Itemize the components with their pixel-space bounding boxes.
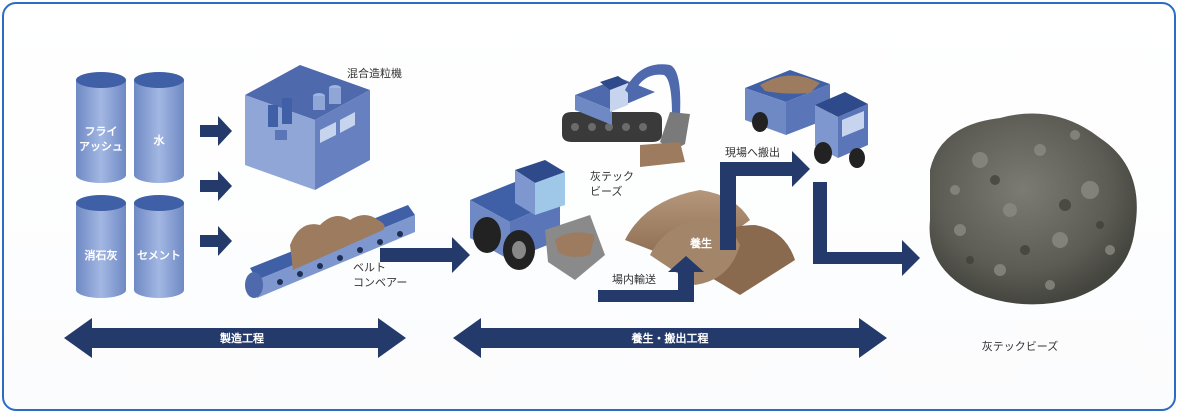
arrow-ship-to-site: [720, 151, 810, 250]
feed-arrow-2: [200, 171, 232, 201]
excavator: [562, 64, 690, 167]
arrow-conveyor-to-loader: [380, 237, 470, 273]
cylinder-cement: [134, 195, 184, 298]
label-band-manufacturing: 製造工程: [219, 331, 264, 345]
label-fly-ash-2: アッシュ: [79, 140, 123, 153]
feed-arrows: [200, 116, 232, 256]
belt-conveyor: [245, 205, 415, 298]
label-slaked-lime: 消石灰: [85, 248, 118, 262]
dump-truck: [745, 70, 868, 168]
label-mixer: 混合造粒機: [347, 66, 402, 80]
cylinder-slaked-lime: [76, 195, 126, 298]
wheel-loader: [470, 160, 605, 280]
feed-arrow-1: [200, 116, 232, 146]
cylinder-fly-ash: [76, 72, 126, 183]
label-cement: セメント: [137, 249, 181, 262]
label-onsite-transport: 場内輸送: [612, 272, 656, 286]
label-band-curing-shipping: 養生・搬出工程: [632, 331, 709, 345]
band-curing-shipping: [453, 318, 887, 358]
label-product-near-excavator-1: 灰テック: [590, 169, 634, 183]
label-ship-to-site: 現場へ搬出: [725, 145, 780, 159]
label-curing: 養生: [690, 236, 712, 250]
arrow-onsite-transport: [598, 256, 704, 302]
cylinder-water: [134, 72, 184, 183]
feed-arrow-3: [200, 226, 232, 256]
label-product-near-excavator-2: ビーズ: [590, 184, 622, 198]
label-conveyor-2: コンベアー: [353, 276, 407, 289]
label-water: 水: [154, 133, 166, 147]
label-conveyor-1: ベルト: [353, 261, 386, 274]
product-rock-image: [929, 113, 1137, 305]
band-manufacturing: [64, 318, 406, 358]
label-product-name: 灰テックビーズ: [982, 339, 1058, 353]
label-fly-ash-1: フライ: [85, 125, 118, 138]
mixing-granulator: [245, 65, 370, 190]
arrow-to-product: [813, 182, 920, 276]
